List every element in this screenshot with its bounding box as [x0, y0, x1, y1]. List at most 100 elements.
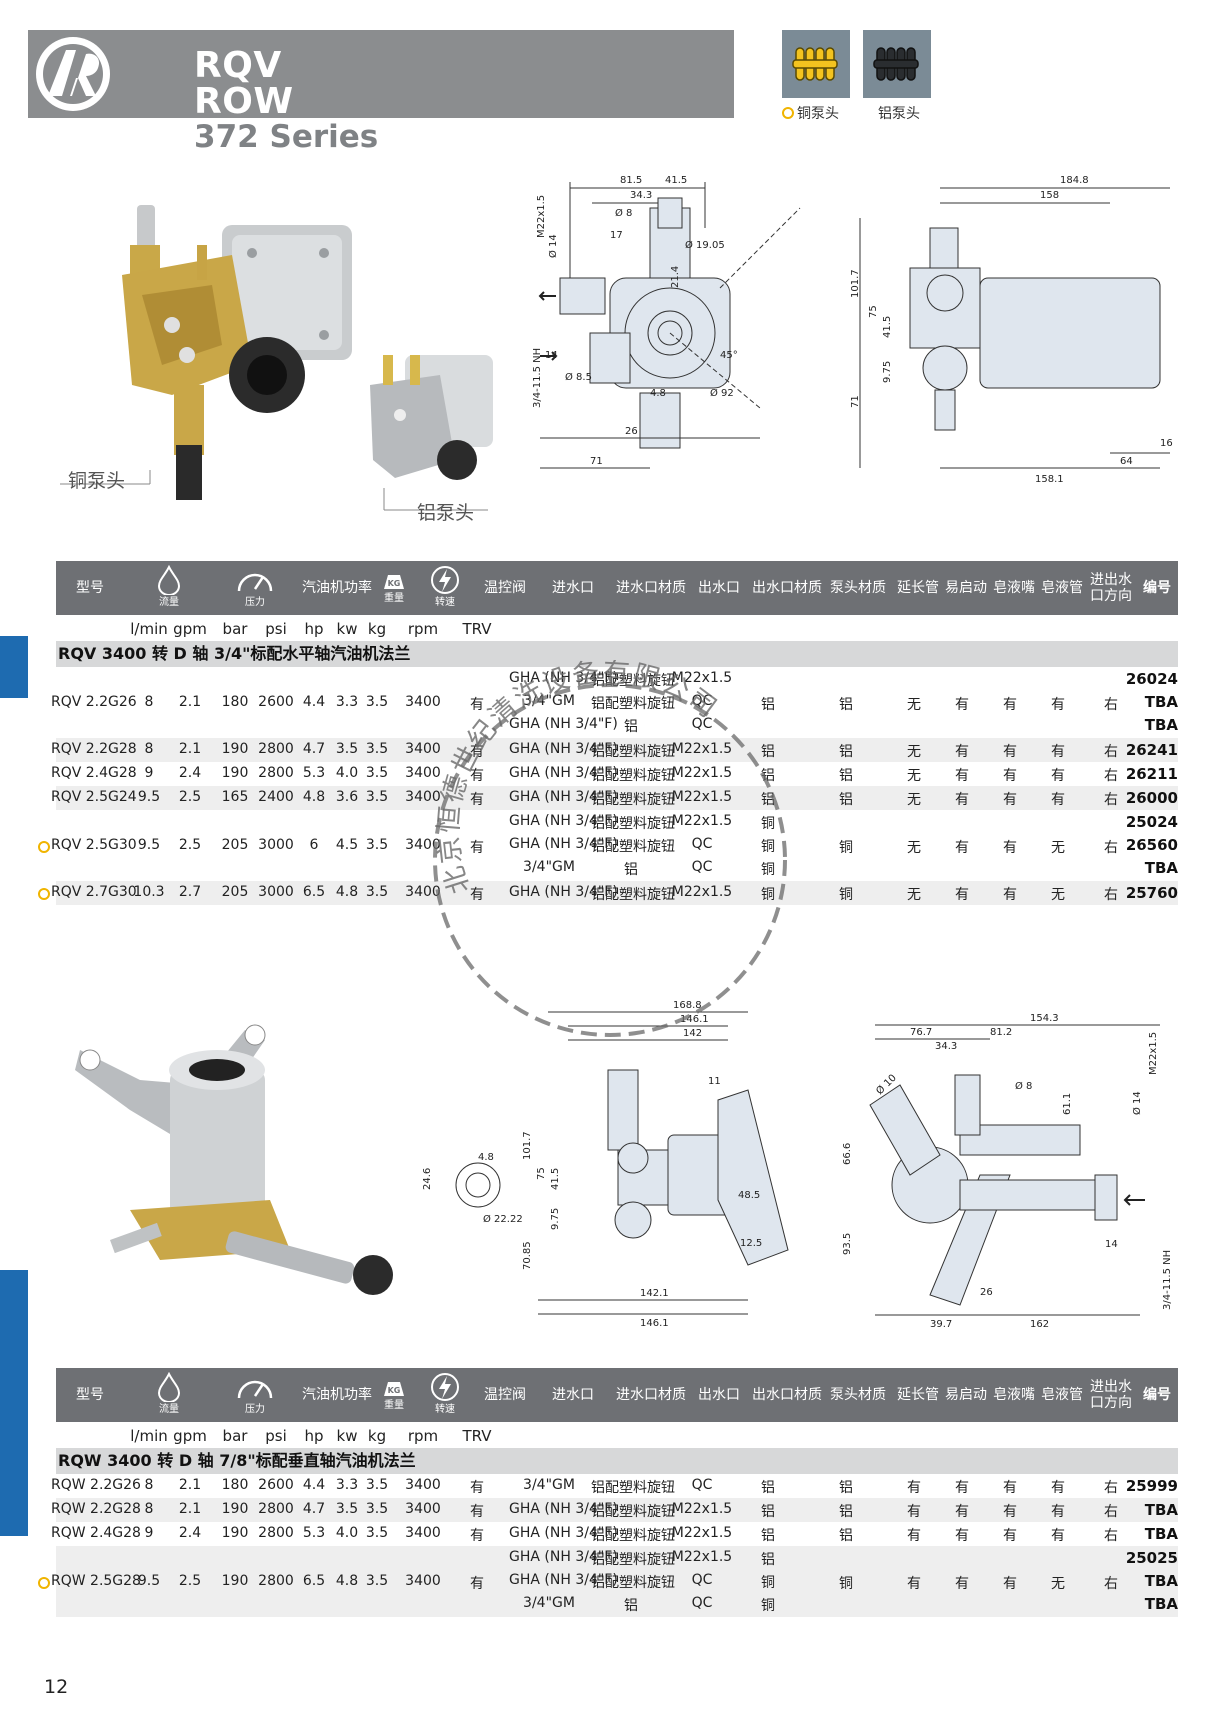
cell-pressure-psi: 2800 [258, 1525, 294, 1541]
dim-154-3: 154.3 [1030, 1013, 1059, 1024]
cell-weight: 3.5 [365, 837, 389, 853]
cell-easy-start: 有 [955, 887, 969, 903]
dim-142: 142 [683, 1028, 702, 1039]
cell-soap-nozzle: 有 [1003, 1528, 1017, 1544]
cell-soap-nozzle: 有 [1003, 1480, 1017, 1496]
unit-bar: bar [222, 1427, 248, 1445]
dim-39-7: 39.7 [930, 1319, 952, 1330]
cell-code: 26000 [1125, 789, 1178, 807]
cell-outlet: M22x1.5 [671, 884, 733, 900]
cell-flow-lmin: 9.5 [137, 1573, 161, 1589]
cell-extension: 有 [907, 1528, 921, 1544]
th-soap-nozzle: 皂液嘴 [993, 580, 1035, 596]
cell-pump-material: 铝 [839, 697, 853, 713]
cell-code: TBA [1144, 1525, 1178, 1543]
th-soap-hose: 皂液管 [1041, 580, 1083, 596]
cell-trv: 有 [470, 1504, 484, 1520]
dim-162: 162 [1030, 1319, 1049, 1330]
cell-easy-start: 有 [955, 1504, 969, 1520]
cell-pump-material: 铝 [839, 1504, 853, 1520]
cell-outlet: QC [691, 859, 713, 875]
cell-outlet-material: 铜 [761, 887, 775, 903]
th-extension: 延长管 [897, 1387, 939, 1403]
dim-14b: 14 [1105, 1239, 1118, 1250]
dim-81-5: 81.5 [620, 175, 642, 186]
copper-dot-icon [38, 888, 50, 900]
th-outlet-material: 出水口材质 [752, 1387, 822, 1403]
vertical-pump-side-drawing: 154.3 76.7 81.2 34.3 Ø 10 Ø 8 61.1 Ø 14 … [842, 1013, 1173, 1330]
dim-71b: 71 [850, 395, 861, 408]
dim-93-5: 93.5 [842, 1233, 853, 1255]
dim-146-1b: 146.1 [640, 1318, 669, 1329]
cell-soap-nozzle: 有 [1003, 887, 1017, 903]
cell-pump-material: 铜 [839, 887, 853, 903]
cell-inlet: GHA (NH 3/4"F) [509, 1572, 618, 1588]
th-trv: 温控阀 [484, 1387, 526, 1403]
cell-pump-material: 铝 [839, 1480, 853, 1496]
cell-trv: 有 [470, 887, 484, 903]
cell-inlet-material: 铝配塑料旋钮 [591, 744, 675, 760]
cell-soap-hose: 无 [1051, 840, 1065, 856]
dim-142-1: 142.1 [640, 1288, 669, 1299]
page-number: 12 [44, 1676, 69, 1698]
cell-pressure-bar: 190 [221, 741, 249, 757]
th-weight: KG 重量 [378, 1368, 410, 1422]
cell-pressure-psi: 2800 [258, 741, 294, 757]
th-flow: 流量 [124, 1368, 214, 1422]
cell-flow-gpm: 2.7 [178, 884, 202, 900]
dim-76-7: 76.7 [910, 1027, 932, 1038]
unit-kw: kw [336, 1427, 358, 1445]
cell-outlet: QC [691, 716, 713, 732]
cell-power-kw: 3.5 [335, 1501, 359, 1517]
side-tab-top [0, 636, 28, 698]
dim-26b: 26 [980, 1287, 993, 1298]
th-soap-nozzle: 皂液嘴 [993, 1387, 1035, 1403]
cell-code: 25024 [1125, 813, 1178, 831]
cell-soap-hose: 有 [1051, 768, 1065, 784]
unit-gpm: gpm [173, 620, 207, 638]
cell-outlet-material: 铝 [761, 1552, 775, 1568]
cell-soap-hose: 有 [1051, 1528, 1065, 1544]
dim-101-7b: 101.7 [522, 1131, 533, 1160]
dim-4-8b: 4.8 [478, 1152, 494, 1163]
svg-text:KG: KG [388, 1386, 401, 1395]
cell-inlet: GHA (NH 3/4"F) [509, 1525, 618, 1541]
brand-logo [28, 30, 118, 118]
cell-pump-material: 铜 [839, 840, 853, 856]
cell-power-hp: 6.5 [302, 884, 326, 900]
cell-weight: 3.5 [365, 884, 389, 900]
pump-side-drawing: 184.8 158 101.7 75 41.5 9.75 71 16 64 15… [850, 175, 1173, 485]
cell-trv: 有 [470, 1480, 484, 1496]
cell-inlet: 3/4"GM [523, 693, 575, 709]
dim-12-5: 12.5 [740, 1238, 762, 1249]
cell-power-hp: 4.7 [302, 1501, 326, 1517]
cell-inlet-material: 铝配塑料旋钮 [591, 696, 675, 712]
page-title-row: ROW [194, 81, 294, 122]
cell-weight: 3.5 [365, 1501, 389, 1517]
cell-direction: 右 [1104, 792, 1118, 808]
cell-outlet: QC [691, 693, 713, 709]
dim-nh: 3/4-11.5 NH [532, 348, 543, 408]
cell-easy-start: 有 [955, 840, 969, 856]
th-speed: 转速 [410, 561, 480, 615]
cell-outlet: M22x1.5 [671, 741, 733, 757]
cell-rpm: 3400 [405, 837, 441, 853]
dim-184-8: 184.8 [1060, 175, 1089, 186]
th-easy-start: 易启动 [945, 580, 987, 596]
side-tab-bottom [0, 1270, 28, 1536]
cell-model: RQW 2.4G28 [51, 1525, 141, 1541]
cell-power-kw: 3.3 [335, 1477, 359, 1493]
dim-41-5b: 41.5 [882, 316, 893, 338]
cell-direction: 右 [1104, 887, 1118, 903]
cell-inlet-material: 铝 [624, 862, 638, 878]
dim-21-4: 21.4 [670, 266, 681, 288]
cell-model: RQV 2.2G26 [51, 694, 137, 710]
cell-model: RQW 2.2G26 [51, 1477, 141, 1493]
cell-extension: 无 [907, 697, 921, 713]
copper-pump-photo [122, 205, 352, 500]
table-rqw: 型号 流量 压力 汽油机功率 KG 重量 转速 温控阀 进水口 进水口材质 出水… [38, 1368, 1178, 1617]
dim-48-5: 48.5 [738, 1190, 760, 1201]
